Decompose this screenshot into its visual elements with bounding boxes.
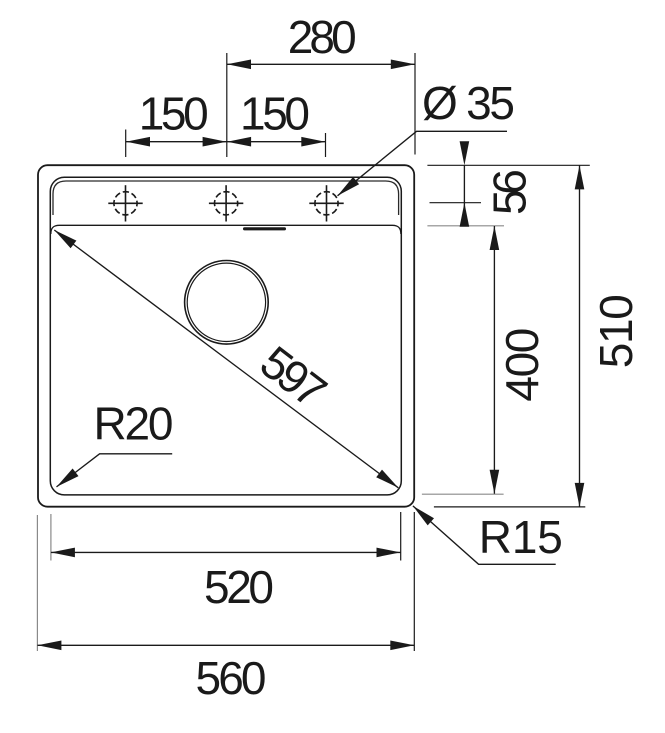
svg-text:400: 400 bbox=[496, 328, 548, 402]
svg-text:R15: R15 bbox=[479, 511, 563, 563]
svg-text:150: 150 bbox=[240, 87, 310, 139]
svg-text:R20: R20 bbox=[94, 397, 174, 449]
svg-text:150: 150 bbox=[139, 87, 209, 139]
svg-text:Ø 35: Ø 35 bbox=[422, 77, 515, 129]
svg-text:560: 560 bbox=[196, 652, 267, 704]
svg-text:280: 280 bbox=[288, 11, 357, 63]
svg-text:56: 56 bbox=[484, 169, 536, 215]
svg-text:520: 520 bbox=[204, 561, 274, 613]
svg-text:510: 510 bbox=[590, 294, 642, 368]
